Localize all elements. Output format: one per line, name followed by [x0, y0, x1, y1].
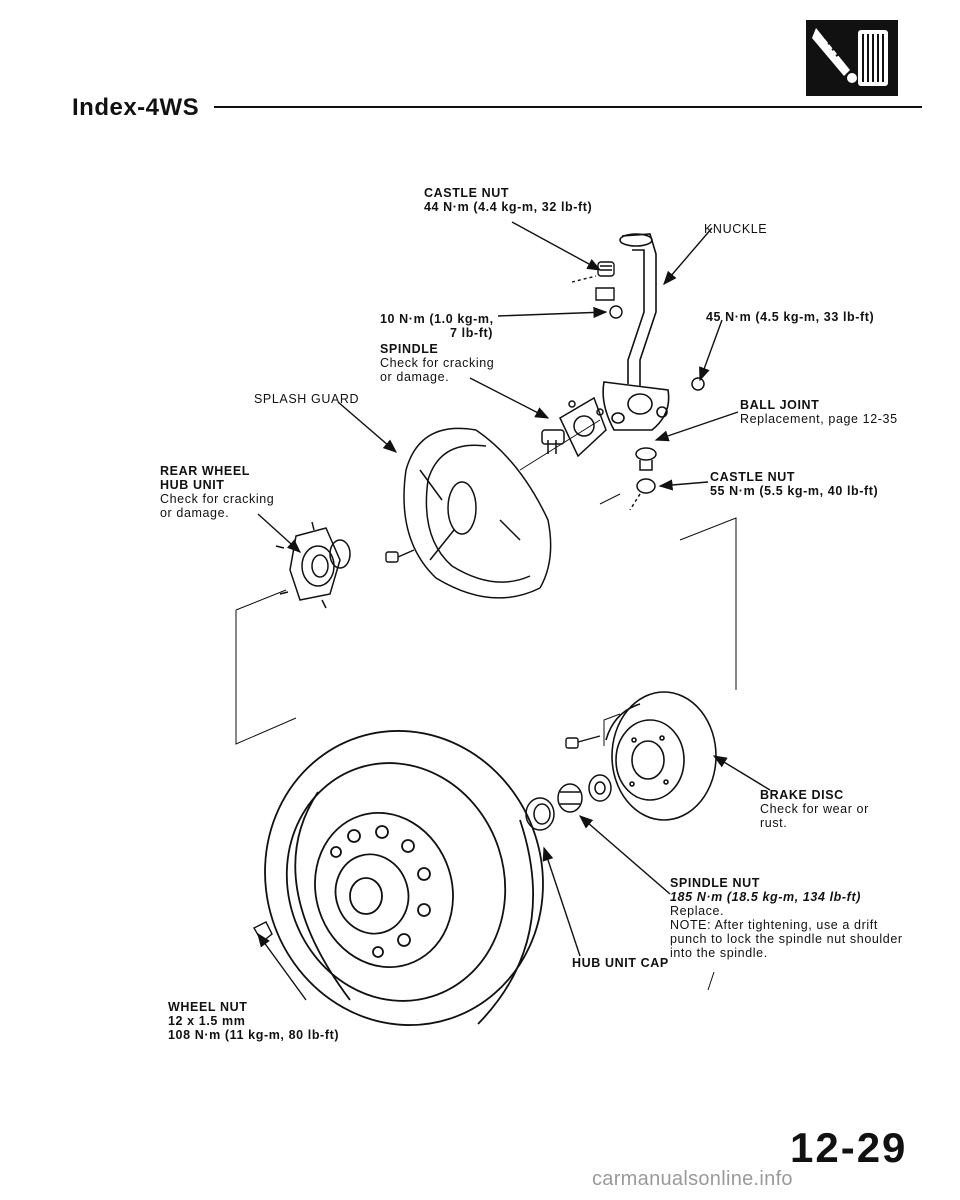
spindle-nut-note2: punch to lock the spindle nut shoulder — [670, 932, 903, 946]
brake-disc-label: BRAKE DISC Check for wear or rust. — [760, 788, 869, 830]
rear-wheel-hub-line1: REAR WHEEL — [160, 464, 251, 478]
rear-wheel-hub-line2: HUB UNIT — [160, 478, 225, 492]
wheel-nut-label: WHEEL NUT 12 x 1.5 mm 108 N·m (11 kg-m, … — [168, 1000, 339, 1042]
brake-disc-drawing — [605, 691, 717, 821]
disc-screw-drawing — [565, 735, 601, 749]
bolt-10nm-label: 10 N·m (1.0 kg-m, 7 lb-ft) — [380, 312, 494, 340]
castle-nut-top-drawing — [571, 261, 623, 319]
ball-joint-note: Replacement, page 12-35 — [740, 412, 898, 426]
castle-nut-top-label: CASTLE NUT 44 N·m (4.4 kg-m, 32 lb-ft) — [424, 186, 592, 214]
splash-guard-label: SPLASH GUARD — [254, 392, 360, 406]
spindle-nut-title: SPINDLE NUT — [670, 876, 760, 890]
splash-guard-bolt-drawing — [385, 549, 415, 563]
bolt-10nm-line1: 10 N·m (1.0 kg-m, — [380, 312, 494, 326]
castle-nut-top-spec: 44 N·m (4.4 kg-m, 32 lb-ft) — [424, 200, 593, 214]
castle-nut-bottom-spec: 55 N·m (5.5 kg-m, 40 lb-ft) — [710, 484, 879, 498]
bolt-45nm-label: 45 N·m (4.5 kg-m, 33 lb-ft) — [706, 310, 875, 324]
leader-lines — [257, 221, 771, 1001]
knuckle-label: KNUCKLE — [704, 222, 768, 236]
rear-wheel-hub-line4: or damage. — [160, 506, 230, 520]
spindle-nut-spec: 185 N·m (18.5 kg-m, 134 lb-ft) — [670, 890, 861, 904]
header-rule — [214, 106, 922, 108]
wheel-nut-size: 12 x 1.5 mm — [168, 1014, 246, 1028]
spindle-nut-note1: NOTE: After tightening, use a drift — [670, 918, 878, 932]
brake-disc-title: BRAKE DISC — [760, 788, 844, 802]
shock-absorber-spring-icon — [806, 20, 898, 96]
spindle-line1: Check for cracking — [380, 356, 495, 370]
hub-unit-drawing — [275, 521, 351, 609]
spindle-drawing — [541, 396, 607, 458]
brake-disc-line2: rust. — [760, 816, 788, 830]
wheel-nut-drawing — [253, 921, 273, 944]
spindle-nut-replace: Replace. — [670, 904, 725, 918]
bolt-10nm-line2: 7 lb-ft) — [450, 326, 493, 340]
castle-nut-top-title: CASTLE NUT — [424, 186, 510, 200]
hub-unit-cap-label: HUB UNIT CAP — [572, 956, 669, 970]
spindle-label: SPINDLE Check for cracking or damage. — [380, 342, 494, 384]
ball-joint-title: BALL JOINT — [740, 398, 820, 412]
castle-nut-bottom-label: CASTLE NUT 55 N·m (5.5 kg-m, 40 lb-ft) — [710, 470, 878, 498]
knuckle-drawing — [602, 233, 670, 431]
page-title: Index-4WS — [72, 94, 200, 121]
spindle-nut-drawing — [525, 774, 612, 831]
rear-wheel-hub-label: REAR WHEEL HUB UNIT Check for cracking o… — [160, 464, 274, 520]
ball-joint-drawing — [629, 377, 705, 511]
alignment-lines — [235, 419, 737, 991]
castle-nut-bottom-title: CASTLE NUT — [710, 470, 796, 484]
spindle-title: SPINDLE — [380, 342, 439, 356]
wheel-tire-drawing — [264, 730, 544, 1026]
wheel-nut-title: WHEEL NUT — [168, 1000, 248, 1014]
spindle-line2: or damage. — [380, 370, 450, 384]
rear-wheel-hub-line3: Check for cracking — [160, 492, 275, 506]
spindle-nut-note3: into the spindle. — [670, 946, 768, 960]
splash-guard-drawing — [403, 427, 552, 599]
brake-disc-line1: Check for wear or — [760, 802, 869, 816]
ball-joint-label: BALL JOINT Replacement, page 12-35 — [740, 398, 898, 426]
wheel-nut-spec: 108 N·m (11 kg-m, 80 lb-ft) — [168, 1028, 340, 1042]
spindle-nut-label: SPINDLE NUT 185 N·m (18.5 kg-m, 134 lb-f… — [670, 876, 903, 960]
page-number: 12-29 — [790, 1124, 908, 1171]
watermark: carmanualsonline.info — [592, 1168, 793, 1190]
